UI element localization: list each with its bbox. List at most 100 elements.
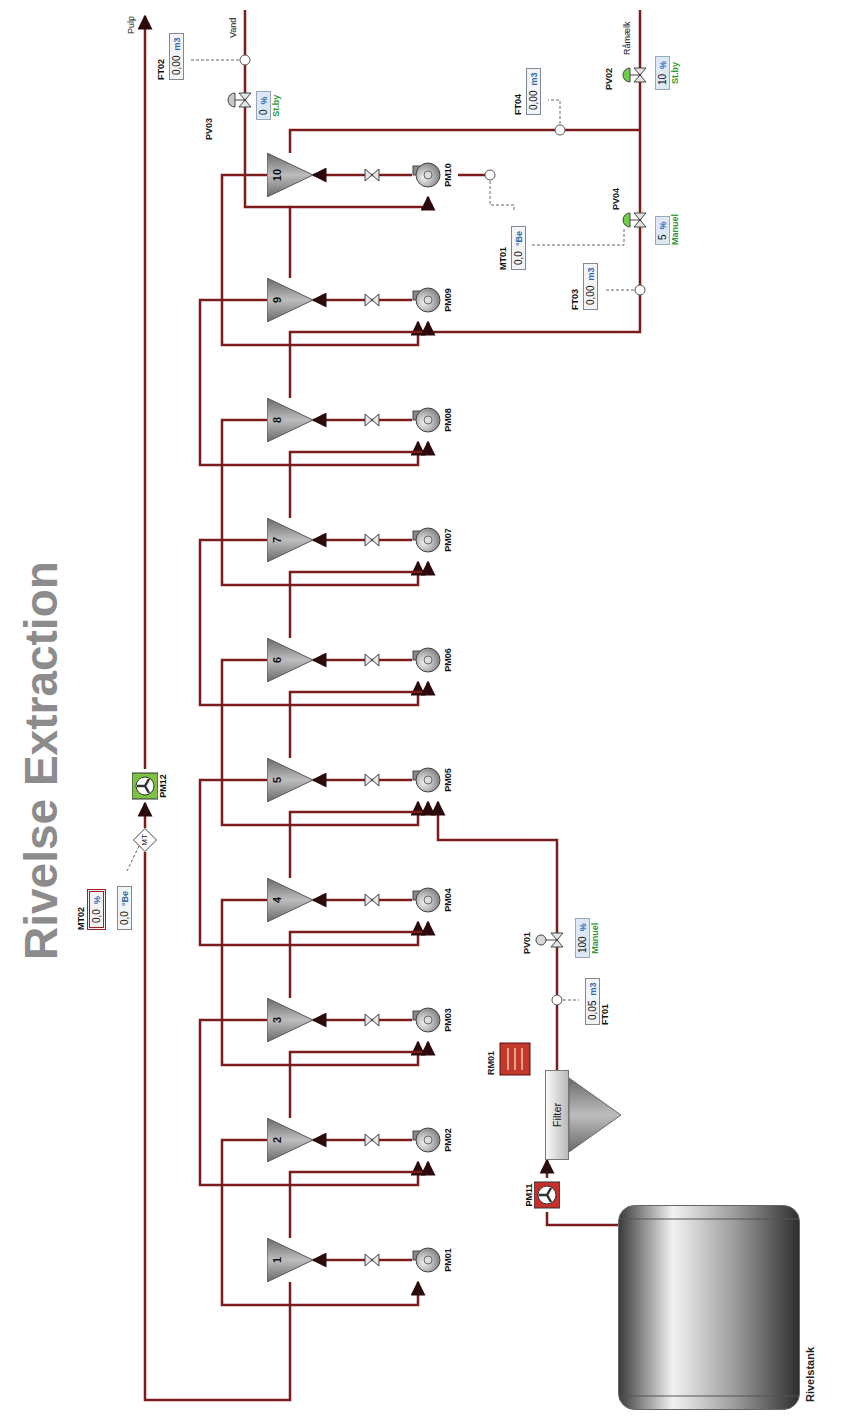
pump-symbol: PM01: [412, 1238, 453, 1282]
hydrocyclone: 5: [267, 758, 313, 802]
mode-status: Manuel: [670, 214, 680, 245]
display-heading: FT01: [600, 978, 610, 1025]
unit-label: %: [92, 896, 102, 904]
pump-label: PM07: [442, 518, 453, 562]
control-valve: [536, 935, 546, 945]
mode-label: Manuel: [670, 214, 680, 245]
stage-number: 1: [267, 1238, 283, 1282]
unit-label: %: [658, 221, 668, 229]
hand-valve: [365, 1134, 379, 1146]
hydrocyclone: 8: [267, 398, 313, 442]
process-pipe: [290, 922, 428, 998]
pump-icon: [424, 1016, 432, 1024]
heater-symbol: [508, 1048, 522, 1070]
value-box: 5%: [655, 216, 670, 245]
process-pipe: [222, 1140, 418, 1305]
hand-valve: [365, 294, 379, 306]
stage-number: 2: [267, 1118, 283, 1162]
hand-valve: [365, 654, 379, 666]
juice-pipe: [428, 10, 640, 332]
cyclone-cone: [267, 278, 313, 322]
pump-icon: [412, 998, 442, 1042]
display-box: 0,05m3FT01: [582, 978, 610, 1025]
pump-label: PM10: [442, 153, 453, 197]
measured-value: 100: [577, 936, 588, 953]
pump-icon: [412, 518, 442, 562]
process-pipe: [145, 10, 640, 769]
pump-icon: [412, 278, 442, 322]
process-pipe: [222, 660, 418, 825]
valve-tag: PV02: [604, 68, 614, 90]
process-pipe: [290, 1162, 428, 1238]
pump-icon: [424, 1256, 432, 1264]
pump-symbol: PM07: [412, 518, 453, 562]
display-box: 0,0°Be: [114, 886, 132, 930]
process-pipe: [144, 803, 147, 828]
cyclone-cone: [267, 998, 313, 1042]
value-box: 0,05m3: [585, 978, 600, 1025]
tank-body: [618, 1205, 800, 1410]
process-pipe: [290, 1042, 428, 1118]
value-box: 0,0%: [87, 889, 106, 930]
pump-symbol: PM09: [412, 278, 453, 322]
instrument-tag: MT02: [76, 889, 86, 930]
pump-icon: [416, 1008, 440, 1032]
stage-number: 10: [267, 153, 283, 197]
measured-value: 0,00: [528, 91, 539, 110]
hand-valve: [365, 534, 379, 546]
motor-icon: [534, 1178, 560, 1212]
pump-label: PM01: [442, 1238, 453, 1282]
filter-body: [546, 1071, 569, 1160]
valve-tag: PV04: [611, 188, 621, 210]
transmitter-diamond: MT: [133, 828, 157, 852]
cyclone-cone: [267, 398, 313, 442]
hand-valve: [365, 894, 379, 906]
measured-value: 5: [657, 234, 668, 240]
process-pipe: [313, 1259, 412, 1262]
control-valve: [623, 68, 630, 82]
pump-icon: [424, 656, 432, 664]
motor-icon: [136, 777, 154, 795]
instrument-tag: FT04: [513, 68, 523, 115]
cyclone-cone: [267, 1118, 313, 1162]
motor-symbol: PM11: [524, 1178, 560, 1212]
hydrocyclone: 3: [267, 998, 313, 1042]
process-pipe: [200, 1020, 418, 1185]
hydrocyclone: 2: [267, 1118, 313, 1162]
pump-icon: [424, 296, 432, 304]
process-pipe: [438, 802, 557, 1070]
value-box: 0,00m3: [583, 263, 598, 310]
display-heading: MT02: [76, 889, 86, 930]
mode-label: St.by: [670, 56, 680, 90]
pump-icon: [416, 528, 440, 552]
hand-valve: [365, 774, 379, 786]
pump-icon: [416, 768, 440, 792]
instrument-tag: FT03: [570, 263, 580, 310]
process-pipe: [313, 419, 412, 422]
valve-tag: RM01: [486, 1051, 496, 1075]
tank-label: Rivelstank: [800, 1205, 816, 1410]
pump-icon: [424, 416, 432, 424]
unit-label: m3: [529, 73, 539, 86]
diagram-title: Rivelse Extraction: [14, 561, 68, 960]
pulp-pipe: [144, 16, 147, 769]
process-pipe: [546, 1160, 549, 1178]
signal-leader: [604, 290, 634, 291]
signal-leader: [532, 229, 624, 245]
display-box: 5%Manuel: [652, 214, 680, 245]
process-pipe: [313, 299, 412, 302]
measured-value: 0,0: [513, 251, 524, 265]
flow-meter: [555, 125, 565, 135]
measured-value: 0: [258, 109, 269, 115]
display-box: FT020,00m3: [156, 33, 184, 80]
hydrocyclone: 6: [267, 638, 313, 682]
tank-body: [619, 1219, 799, 1396]
display-heading: FT04: [513, 68, 523, 115]
pump-symbol: PM04: [412, 878, 453, 922]
process-pipe: [222, 420, 418, 585]
hydrocyclone: 7: [267, 518, 313, 562]
transmitter-tag: MT: [133, 828, 157, 852]
filter-label: Filter: [545, 1070, 569, 1160]
